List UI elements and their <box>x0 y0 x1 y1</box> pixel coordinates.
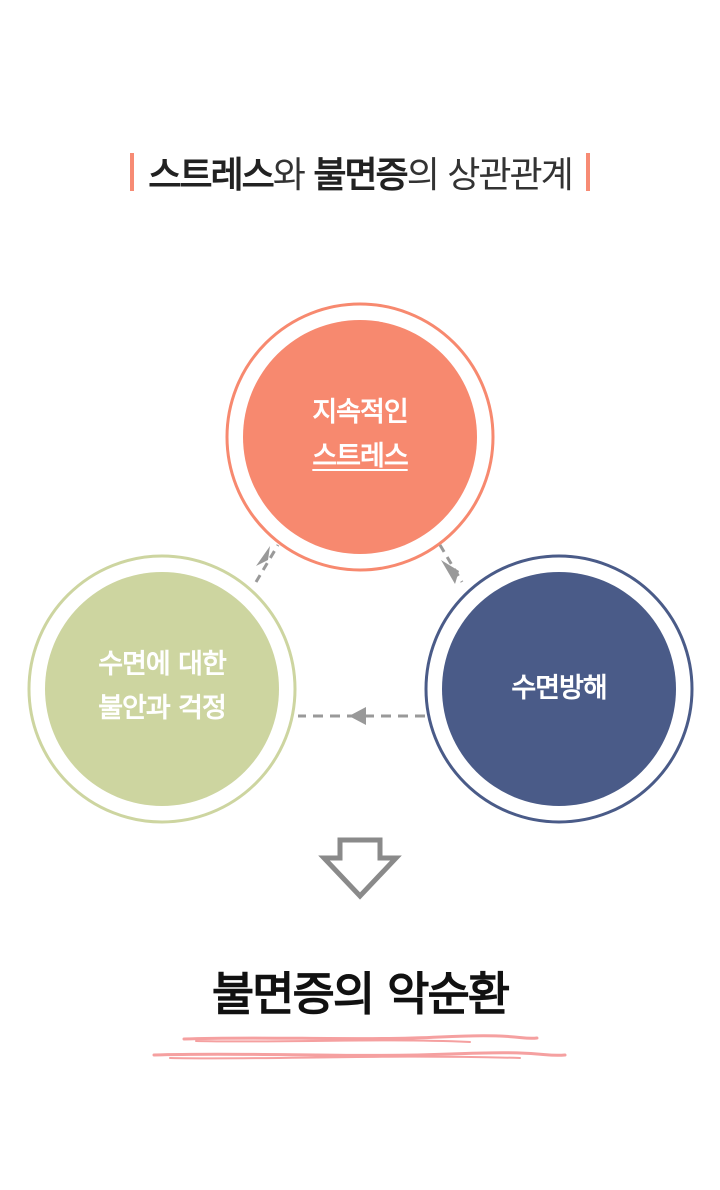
anxiety-label-line1: 수면에 대한 <box>98 649 227 680</box>
result-title: 불면증의 악순환 <box>211 967 510 1021</box>
disturb-ring <box>424 554 694 824</box>
title-bar-left <box>130 153 135 191</box>
anxiety-ring <box>27 554 297 824</box>
title-insomnia: 불면증 <box>313 155 408 196</box>
title-connector: 와 <box>272 155 314 196</box>
arrow-anxiety-to-stress <box>254 544 280 583</box>
stress-label: 지속적인 스트레스 <box>260 391 460 479</box>
disturb-label: 수면방해 <box>459 667 659 711</box>
anxiety-circle <box>45 572 279 806</box>
stress-label-line2: 스트레스 <box>312 441 408 472</box>
page-title: 스트레스와 불면증의 상관관계 <box>148 146 574 198</box>
title-row: 스트레스와 불면증의 상관관계 <box>0 142 720 202</box>
title-relation: 의 상관관계 <box>406 155 574 196</box>
disturb-label-line1: 수면방해 <box>511 673 607 704</box>
stress-ring <box>225 302 495 572</box>
arrow-disturb-to-anxiety <box>298 707 425 725</box>
stress-label-line1: 지속적인 <box>312 397 408 428</box>
disturb-circle <box>442 572 676 806</box>
down-arrow-icon <box>318 837 402 900</box>
scribble-underline <box>152 1034 567 1060</box>
title-bar-right <box>585 153 590 191</box>
anxiety-label: 수면에 대한 불안과 걱정 <box>62 643 262 731</box>
stress-circle <box>243 320 477 554</box>
arrow-stress-to-disturb <box>438 544 464 584</box>
title-stress: 스트레스 <box>148 155 274 196</box>
anxiety-label-line2: 불안과 걱정 <box>98 693 227 724</box>
